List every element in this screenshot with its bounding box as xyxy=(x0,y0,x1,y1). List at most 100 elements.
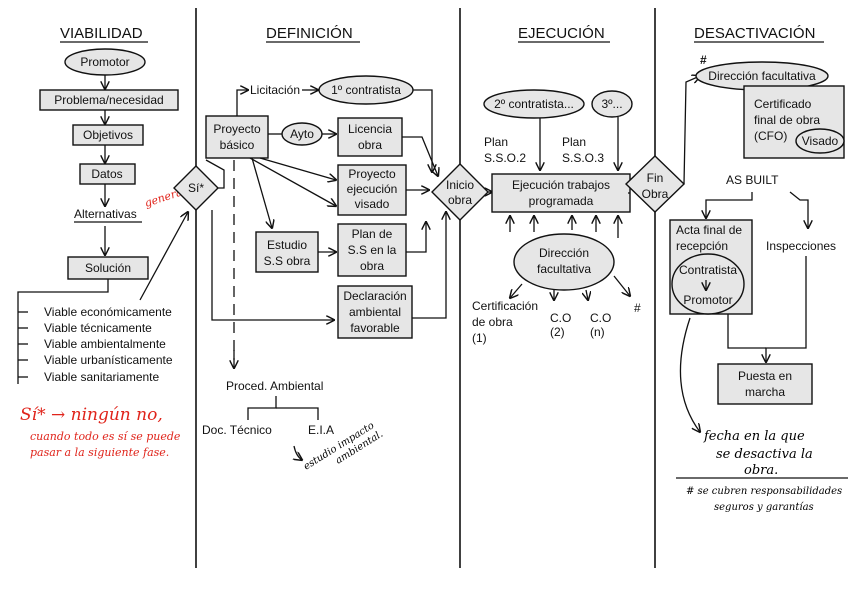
ejecucion-trabajos-box xyxy=(491,173,631,213)
direccion-facultativa-label: facultativa xyxy=(537,262,591,276)
tercero-node xyxy=(591,90,633,118)
plan-sso3-label: Plan xyxy=(562,135,586,149)
direccion-facultativa-label: Dirección xyxy=(539,246,589,260)
plan-sso3-label: S.S.O.3 xyxy=(562,151,604,165)
fin-obra-diamond xyxy=(624,155,686,213)
inicio-obra-label: Inicio xyxy=(446,178,474,192)
proyecto-ejecucion-label: Proyecto xyxy=(348,167,396,181)
acta-recepcion-label: recepción xyxy=(676,239,728,253)
solucion-label: Solución xyxy=(85,261,131,275)
as-built-label: AS BUILT xyxy=(726,173,779,187)
header-viabilidad: VIABILIDAD xyxy=(60,25,143,42)
certificacion-label: (1) xyxy=(472,331,487,345)
problema-box xyxy=(39,89,179,111)
declaracion-label: favorable xyxy=(350,321,400,335)
decision-si-label: Sí* xyxy=(188,181,204,195)
alternativas-label: Alternativas xyxy=(74,207,137,221)
visado-label: Visado xyxy=(802,134,839,148)
estudio-ss-label: S.S obra xyxy=(264,254,311,268)
header-definicion: DEFINICIÓN xyxy=(266,25,353,42)
cfo-label: (CFO) xyxy=(754,129,787,143)
visado-node xyxy=(795,128,845,154)
hash-mark: # xyxy=(700,53,707,67)
promotor-label: Promotor xyxy=(80,55,129,69)
proyecto-basico-label: básico xyxy=(220,138,255,152)
plan-ss-label: S.S en la xyxy=(348,243,397,257)
promotor-final-label: Promotor xyxy=(683,293,732,307)
licencia-box xyxy=(337,117,403,157)
responsabilidades-note: seguros y garantías xyxy=(714,502,814,513)
viable-item: Viable sanitariamente xyxy=(44,370,160,384)
cfo-label: Certificado xyxy=(754,97,812,111)
si-note: Sí* → ningún no, xyxy=(20,405,163,425)
licencia-label: obra xyxy=(358,138,382,152)
objetivos-box xyxy=(72,124,144,146)
responsabilidades-note: # se cubren responsabilidades xyxy=(686,486,842,497)
viable-item: Viable económicamente xyxy=(44,305,172,319)
co2-label: C.O xyxy=(550,311,571,325)
fecha-note: se desactiva la xyxy=(716,447,813,462)
declaracion-label: ambiental xyxy=(349,305,401,319)
fin-obra-label: Obra xyxy=(642,187,669,201)
datos-box xyxy=(79,163,136,185)
proyecto-basico-label: Proyecto xyxy=(213,122,261,136)
viable-item: Viable ambientalmente xyxy=(44,337,166,351)
plan-ss-label: Plan de xyxy=(352,227,393,241)
plan-ss-label: obra xyxy=(360,259,384,273)
acta-recepcion-label: Acta final de xyxy=(676,223,742,237)
segundo-contratista-label: 2º contratista... xyxy=(494,97,574,111)
estudio-ss-box xyxy=(255,231,319,273)
certificacion-label: de obra xyxy=(472,315,513,329)
certificacion-label: Certificación xyxy=(472,299,538,313)
inicio-obra-diamond xyxy=(431,163,489,221)
si-note: pasar a la siguiente fase. xyxy=(30,446,169,459)
decision-si xyxy=(173,165,219,211)
plan-sso2-label: S.S.O.2 xyxy=(484,151,526,165)
segundo-contratista-node xyxy=(483,89,585,119)
puesta-marcha-box xyxy=(717,363,813,405)
proced-ambiental-label: Proced. Ambiental xyxy=(226,379,323,393)
fecha-note: fecha en la que xyxy=(703,429,805,444)
hash-mark: # xyxy=(634,301,641,315)
proyecto-ejecucion-label: ejecución xyxy=(347,182,398,196)
fin-obra-label: Fin xyxy=(647,171,664,185)
fecha-note: obra. xyxy=(744,463,778,478)
cfo-label: final de obra xyxy=(754,113,820,127)
direccion-facultativa-node xyxy=(513,233,615,291)
con-label: (n) xyxy=(590,325,605,339)
declaracion-label: Declaración xyxy=(343,289,406,303)
si-note: cuando todo es sí se puede xyxy=(30,430,181,443)
viable-item: Viable técnicamente xyxy=(44,321,152,335)
direccion-facultativa-final-label: Dirección facultativa xyxy=(708,69,816,83)
puesta-marcha-label: Puesta en xyxy=(738,369,792,383)
plan-ss-box xyxy=(337,223,407,277)
primer-contratista-label: 1º contratista xyxy=(331,83,401,97)
doc-tecnico-label: Doc. Técnico xyxy=(202,423,272,437)
declaracion-box xyxy=(337,285,413,339)
inicio-obra-label: obra xyxy=(448,193,472,207)
eia-label: E.I.A xyxy=(308,423,334,437)
proyecto-ejecucion-box xyxy=(337,164,407,216)
puesta-marcha-label: marcha xyxy=(745,385,785,399)
con-label: C.O xyxy=(590,311,611,325)
proyecto-basico-box xyxy=(205,115,269,159)
header-desactivacion: DESACTIVACIÓN xyxy=(694,25,815,42)
problema-label: Problema/necesidad xyxy=(54,93,163,107)
co2-label: (2) xyxy=(550,325,565,339)
licitacion-label: Licitación xyxy=(250,83,300,97)
ayto-label: Ayto xyxy=(290,127,314,141)
datos-label: Datos xyxy=(91,167,122,181)
contratista-label: Contratista xyxy=(679,263,737,277)
ejecucion-trabajos-label: programada xyxy=(529,194,594,208)
viable-item: Viable urbanísticamente xyxy=(44,353,173,367)
licencia-label: Licencia xyxy=(348,122,392,136)
estudio-ss-label: Estudio xyxy=(267,238,307,252)
objetivos-label: Objetivos xyxy=(83,128,133,142)
plan-sso2-label: Plan xyxy=(484,135,508,149)
inspecciones-label: Inspecciones xyxy=(766,239,836,253)
proyecto-ejecucion-label: visado xyxy=(355,197,390,211)
header-ejecucion: EJECUCIÓN xyxy=(518,25,605,42)
ejecucion-trabajos-label: Ejecución trabajos xyxy=(512,178,610,192)
